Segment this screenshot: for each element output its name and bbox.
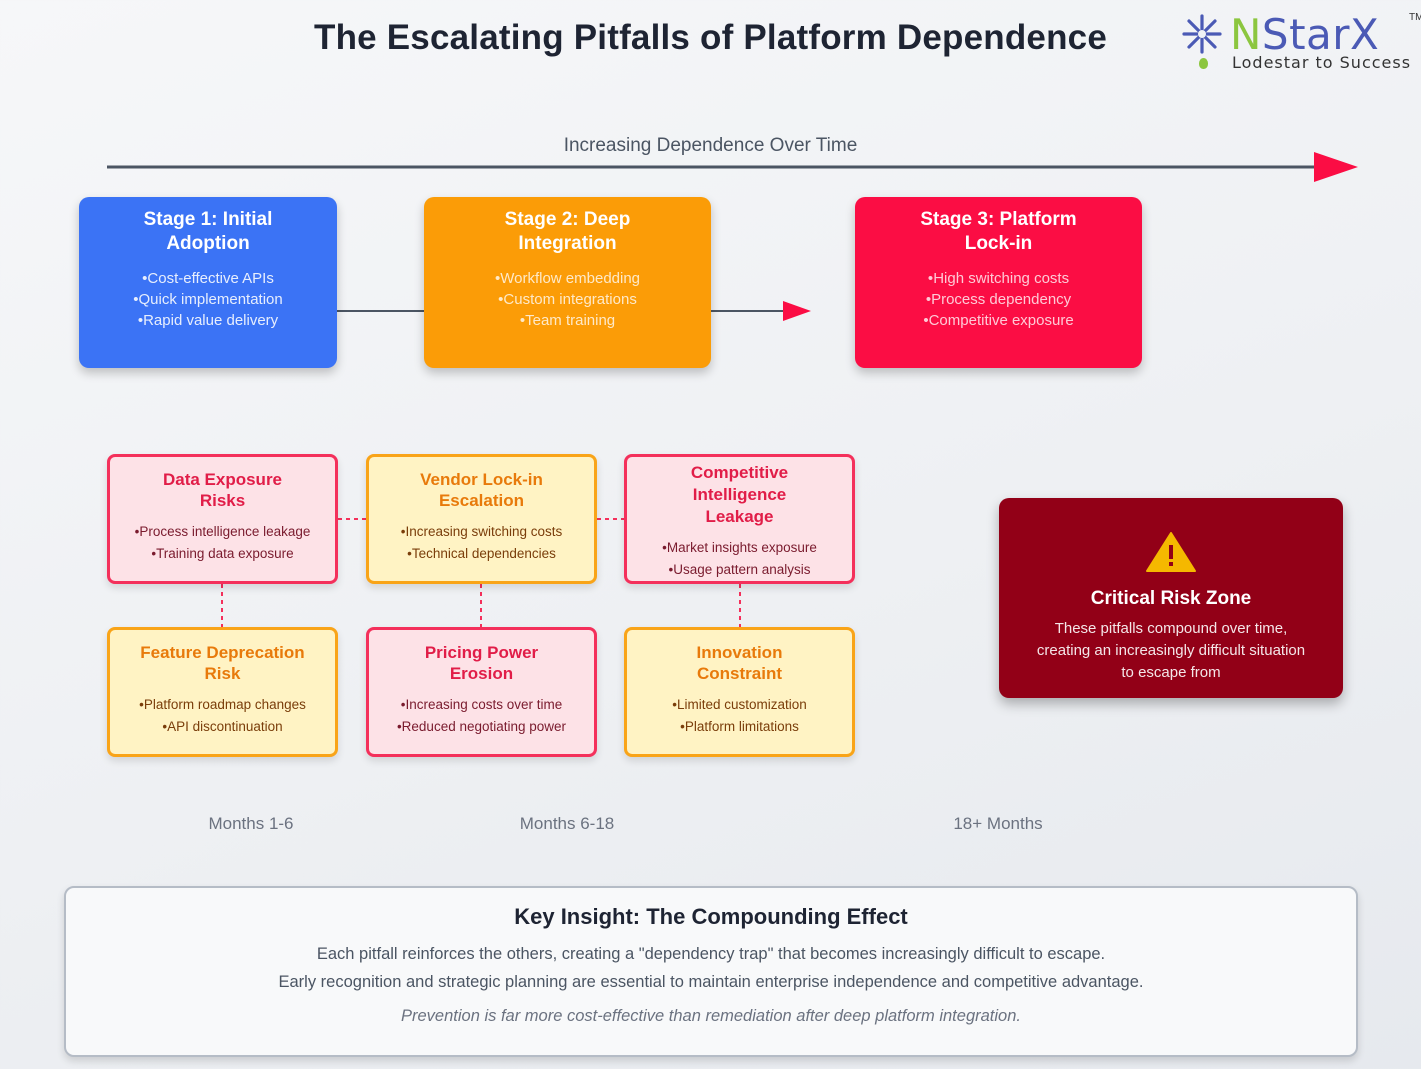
risk-item: Usage pattern analysis — [627, 559, 852, 581]
logo-tagline: Lodestar to Success — [1232, 53, 1412, 72]
risk-card-innovation-constraint: Innovation Constraint Limited customizat… — [624, 627, 855, 757]
risk-item-list: Increasing switching costs Technical dep… — [369, 521, 594, 565]
risk-item: Increasing costs over time — [369, 694, 594, 716]
stage-card-deep-integration: Stage 2: Deep Integration Workflow embed… — [424, 197, 711, 368]
insight-line-1: Each pitfall reinforces the others, crea… — [316, 945, 1106, 963]
critical-title: Critical Risk Zone — [1090, 588, 1252, 609]
risk-title: Pricing Power Erosion — [424, 643, 539, 683]
risk-item: API discontinuation — [110, 716, 335, 738]
stage-item: High switching costs — [855, 268, 1142, 289]
insight-title: Key Insight: The Compounding Effect — [514, 904, 908, 929]
risk-card-vendor-lock-in: Vendor Lock-in Escalation Increasing swi… — [366, 454, 597, 584]
stage-title: Stage 3: Platform Lock-in — [920, 209, 1077, 254]
stage-item: Cost-effective APIs — [79, 268, 337, 289]
stage-item-list: Cost-effective APIs Quick implementation… — [79, 268, 337, 331]
logo-trademark: TM — [1409, 12, 1421, 23]
period-label-stage2: Months 6-18 — [519, 814, 615, 833]
logo-dot-icon — [1199, 58, 1208, 69]
stage-card-initial-adoption: Stage 1: Initial Adoption Cost-effective… — [79, 197, 337, 368]
stage-card-platform-lock-in: Stage 3: Platform Lock-in High switching… — [855, 197, 1142, 368]
stage-item: Quick implementation — [79, 289, 337, 310]
risk-item: Platform limitations — [627, 716, 852, 738]
risk-item-list: Limited customization Platform limitatio… — [627, 694, 852, 738]
stage-item: Team training — [424, 310, 711, 331]
stage2-to-stage3-arrowhead-icon — [783, 301, 811, 321]
stage-title: Stage 2: Deep Integration — [504, 209, 631, 254]
page-title: The Escalating Pitfalls of Platform Depe… — [314, 18, 1107, 57]
key-insight-box: Key Insight: The Compounding Effect Each… — [64, 886, 1358, 1057]
insight-line-2: Early recognition and strategic planning… — [278, 973, 1144, 991]
risk-title: Innovation Constraint — [696, 643, 783, 683]
risk-item: Training data exposure — [110, 543, 335, 565]
timeline-label: Increasing Dependence Over Time — [563, 135, 858, 156]
stage-item: Custom integrations — [424, 289, 711, 310]
critical-risk-zone: Critical Risk Zone These pitfalls compou… — [999, 498, 1343, 698]
risk-item: Process intelligence leakage — [110, 521, 335, 543]
risk-card-pricing-power: Pricing Power Erosion Increasing costs o… — [366, 627, 597, 757]
risk-item: Market insights exposure — [627, 537, 852, 559]
risk-item: Technical dependencies — [369, 543, 594, 565]
risk-item: Platform roadmap changes — [110, 694, 335, 716]
period-label-stage3: 18+ Months — [953, 814, 1043, 833]
stage-item: Workflow embedding — [424, 268, 711, 289]
logo-wordmark: NStarX — [1230, 10, 1379, 59]
risk-title: Feature Deprecation Risk — [140, 643, 305, 683]
risk-item-list: Platform roadmap changes API discontinua… — [110, 694, 335, 738]
warning-icon — [1146, 532, 1196, 572]
risk-item: Limited customization — [627, 694, 852, 716]
risk-card-feature-deprecation: Feature Deprecation Risk Platform roadma… — [107, 627, 338, 757]
nstarx-logo: NStarX TM Lodestar to Success — [1180, 8, 1421, 76]
insight-line-3: Prevention is far more cost-effective th… — [401, 1007, 1021, 1025]
risk-item-list: Increasing costs over time Reduced negot… — [369, 694, 594, 738]
period-label-stage1: Months 1-6 — [208, 814, 294, 833]
risk-title: Vendor Lock-in Escalation — [420, 470, 543, 510]
risk-card-competitive-intelligence: Competitive Intelligence Leakage Market … — [624, 454, 855, 584]
risk-card-data-exposure: Data Exposure Risks Process intelligence… — [107, 454, 338, 584]
stage-title: Stage 1: Initial Adoption — [143, 209, 273, 254]
risk-item-list: Process intelligence leakage Training da… — [110, 521, 335, 565]
risk-item-list: Market insights exposure Usage pattern a… — [627, 537, 852, 581]
stage-item-list: High switching costs Process dependency … — [855, 268, 1142, 331]
stage-item: Rapid value delivery — [79, 310, 337, 331]
stage-item: Process dependency — [855, 289, 1142, 310]
risk-title: Data Exposure Risks — [162, 470, 283, 510]
star-logo-icon — [1182, 14, 1222, 54]
risk-item: Reduced negotiating power — [369, 716, 594, 738]
logo-letters-starx: StarX — [1261, 10, 1380, 59]
risk-title: Competitive Intelligence Leakage — [690, 463, 789, 526]
logo-letter-n: N — [1230, 10, 1262, 59]
stage-item: Competitive exposure — [855, 310, 1142, 331]
critical-description: These pitfalls compound over time, creat… — [1036, 620, 1306, 681]
stage-item-list: Workflow embedding Custom integrations T… — [424, 268, 711, 331]
risk-item: Increasing switching costs — [369, 521, 594, 543]
